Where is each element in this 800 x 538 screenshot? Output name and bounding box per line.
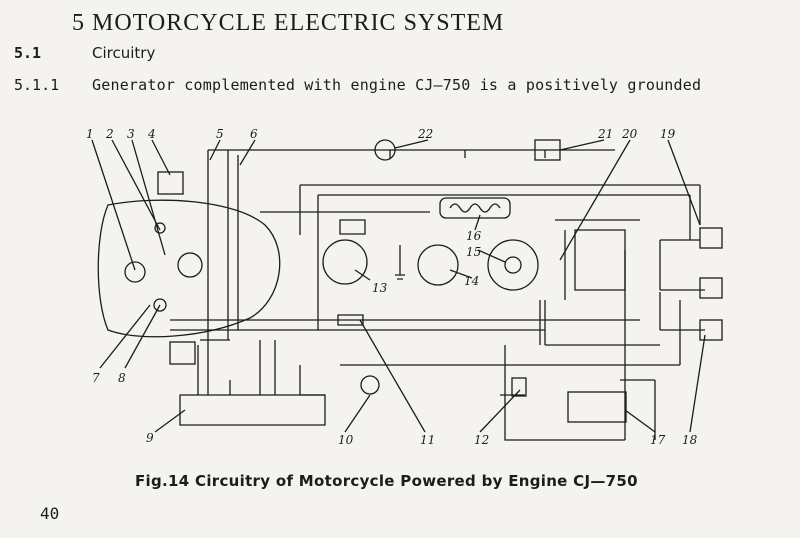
- callout-18: 18: [682, 433, 698, 447]
- generator-circle: [487, 239, 539, 291]
- callout-9: 9: [146, 431, 154, 445]
- callout-22: 22: [417, 127, 433, 141]
- horn-10: [360, 375, 380, 395]
- subsection-text: Generator complemented with engine CJ—75…: [92, 76, 702, 94]
- component-top-13: [339, 219, 366, 235]
- lamp-19-top: [699, 227, 723, 249]
- page-number: 40: [40, 504, 60, 523]
- lamp-4: [157, 171, 184, 195]
- callout-2: 2: [105, 127, 114, 141]
- lamp-22: [374, 139, 396, 161]
- callout-13: 13: [372, 281, 388, 295]
- ignition-coil-16: [439, 197, 511, 219]
- lamp-19-bot: [699, 319, 723, 341]
- chapter-title: 5 MOTORCYCLE ELECTRIC SYSTEM: [72, 10, 505, 36]
- section-number: 5.1: [14, 44, 42, 62]
- callout-labels: 1 2 3 4 5 6 7 8 9 10 11 12 13 14 15 16 1…: [86, 127, 698, 447]
- callout-20: 20: [621, 127, 638, 141]
- section-title: Circuitry: [92, 44, 156, 62]
- callout-4: 4: [147, 127, 156, 141]
- callout-16: 16: [466, 229, 482, 243]
- callout-7: 7: [92, 371, 100, 385]
- callout-8: 8: [118, 371, 126, 385]
- headlamp-housing: [97, 199, 281, 338]
- switch-block-9: [179, 394, 326, 426]
- figure-caption: Fig.14 Circuitry of Motorcycle Powered b…: [135, 472, 638, 490]
- callout-15: 15: [466, 245, 481, 259]
- wires: [91, 139, 723, 441]
- lamp-lower-left: [169, 341, 196, 365]
- callout-1: 1: [86, 127, 94, 141]
- subsection-number: 5.1.1: [14, 76, 60, 94]
- switch-2: [177, 252, 203, 278]
- callout-12: 12: [474, 433, 489, 447]
- headlamp-bulb: [124, 261, 146, 283]
- distributor-14: [417, 244, 459, 286]
- callout-5: 5: [216, 127, 224, 141]
- component-12: [511, 377, 527, 397]
- callout-6: 6: [250, 127, 258, 141]
- component-17: [567, 391, 627, 423]
- callout-10: 10: [338, 433, 354, 447]
- lamp-19-mid: [699, 277, 723, 299]
- regulator-box: [574, 229, 626, 291]
- component-13: [322, 239, 368, 285]
- callout-19: 19: [660, 127, 676, 141]
- callout-17: 17: [650, 433, 666, 447]
- callout-21: 21: [597, 127, 613, 141]
- callout-3: 3: [127, 127, 135, 141]
- callout-11: 11: [420, 433, 435, 447]
- callout-14: 14: [464, 274, 479, 288]
